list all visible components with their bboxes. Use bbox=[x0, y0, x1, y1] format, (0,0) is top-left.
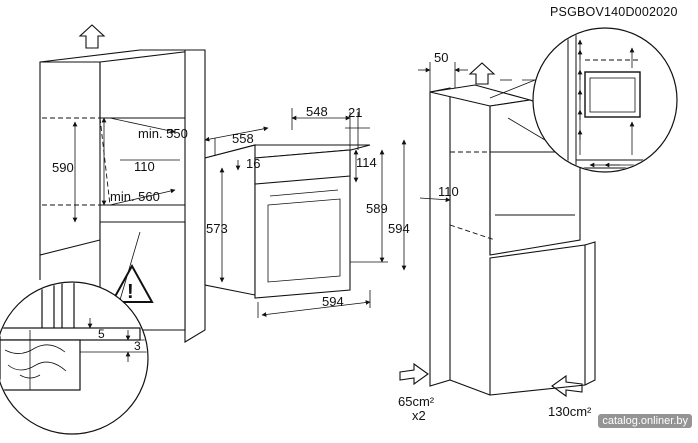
vent-bottom-area: 65cm² bbox=[398, 394, 435, 409]
dim-573: 573 bbox=[206, 221, 228, 236]
arrow-left-icon bbox=[551, 374, 583, 398]
arrow-right-icon bbox=[399, 362, 429, 386]
dim-min-550: min. 550 bbox=[138, 126, 188, 141]
dim-16: 16 bbox=[246, 156, 260, 171]
oven-drawing: 558 548 21 16 573 114 589 594 594 bbox=[204, 104, 410, 318]
arrow-up-icon bbox=[78, 24, 106, 49]
dim-558: 558 bbox=[232, 131, 254, 146]
dim-110-right: 110 bbox=[438, 184, 459, 199]
document-code: PSGBOV140D002020 bbox=[550, 5, 678, 19]
detail-circle: 5 3 bbox=[0, 231, 149, 435]
dim-min-560: min. 560 bbox=[110, 189, 160, 204]
arrow-up-icon bbox=[468, 62, 496, 85]
dim-594-w: 594 bbox=[322, 294, 344, 309]
dim-3: 3 bbox=[134, 339, 141, 353]
watermark: catalog.onliner.by bbox=[598, 414, 692, 428]
dim-5: 5 bbox=[98, 327, 105, 341]
right-cabinet: 50 110 65cm² x2 130cm² bbox=[398, 50, 596, 423]
dim-110-left: 110 bbox=[134, 159, 155, 174]
dim-589: 589 bbox=[366, 201, 388, 216]
dim-50: 50 bbox=[434, 50, 448, 65]
svg-text:!: ! bbox=[127, 281, 134, 303]
dim-114: 114 bbox=[356, 155, 377, 170]
vent-right-area: 130cm² bbox=[548, 404, 592, 419]
dim-590: 590 bbox=[52, 160, 74, 175]
vent-bottom-count: x2 bbox=[412, 408, 426, 423]
dim-548: 548 bbox=[306, 104, 328, 119]
left-cabinet: 590 min. 550 110 min. 560 ! bbox=[39, 24, 206, 343]
dim-21: 21 bbox=[348, 105, 362, 120]
dim-594-h: 594 bbox=[388, 221, 410, 236]
airflow-detail-circle bbox=[489, 27, 678, 173]
